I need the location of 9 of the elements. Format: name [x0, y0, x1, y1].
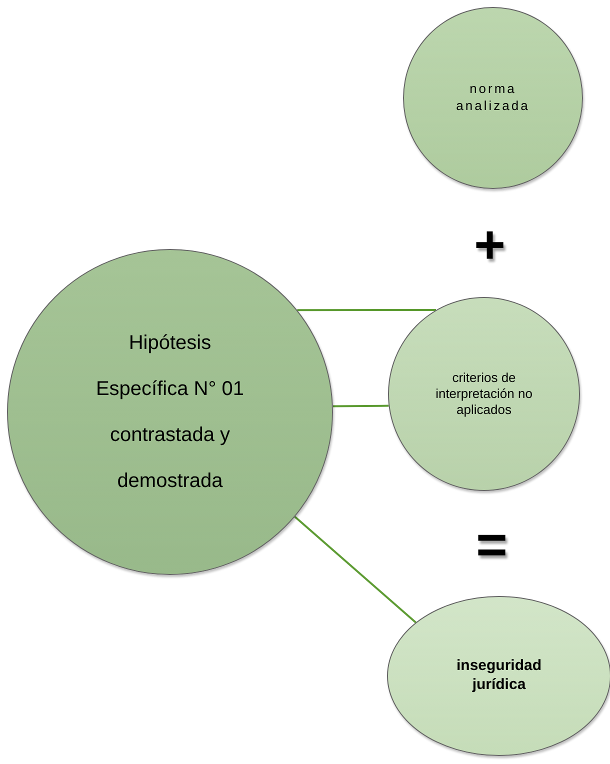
- operator-symbol: =: [476, 518, 508, 572]
- operator-symbol: +: [474, 218, 506, 272]
- node-text: norma analizada: [455, 81, 531, 115]
- node-text: inseguridad jurídica: [455, 657, 542, 695]
- node-text: criterios de interpretación no aplicados: [434, 370, 534, 418]
- connector-line: [297, 309, 436, 312]
- connector-line: [294, 516, 416, 624]
- connector-line: [332, 404, 389, 408]
- node-text: Hipótesis Específica N° 01 contrastada y demostrada: [94, 331, 246, 494]
